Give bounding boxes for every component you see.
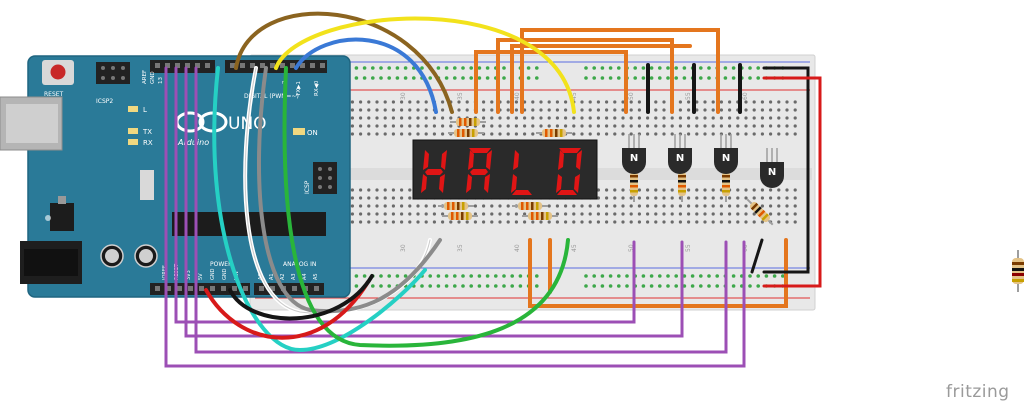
wire-purple-3 [194,66,728,354]
resistor-bottom-3 [512,202,548,210]
resistor-top-3 [536,129,572,137]
wire-yellow [274,16,576,114]
5v-label: 5V [198,273,204,280]
analog-label: ANALOG IN [283,261,316,268]
a4-label: A4 [302,273,308,280]
tx1-label: TX▶1 [296,81,302,97]
led-rx-label: RX [143,139,153,147]
icsp2-header [96,62,130,84]
digital-label: DIGITAL (PWM=~) [244,93,299,100]
wire-green [282,66,570,348]
resistor-bottom-4 [522,212,558,220]
wire-red-2 [204,280,370,340]
rx0-label: RX◀0 [314,80,320,96]
transistor-label: N [768,167,776,178]
3v3-label: 3V3 [186,270,192,280]
reset-label: RESET [44,91,64,98]
arduino-label: Arduino [177,138,209,147]
wire-purple-1 [174,66,636,324]
column-number: 35 [457,244,464,252]
led-tx [128,128,138,134]
npn-transistor-4: N [760,148,784,188]
wire-orange-3 [510,44,692,114]
wire-orange-4 [520,28,720,114]
transistors: N N N N [622,134,784,188]
column-number: 30 [400,244,407,252]
gnd2-label: GND [222,268,228,280]
aref-label: AREF [142,70,148,84]
led-rx [128,139,138,145]
gnd1-label: GND [210,268,216,280]
display-digit-4 [556,148,582,195]
a2-label: A2 [280,273,286,280]
led-l [128,106,138,112]
transistor-label: N [630,153,638,164]
column-number: 50 [628,92,635,100]
led-on-label: ON [307,129,318,137]
a5-label: A5 [313,273,319,280]
gnd-top-label: GND [150,71,156,84]
resistor-bottom-2 [442,212,478,220]
voltage-regulator [50,203,74,231]
power-label: POWER [210,261,232,268]
led-tx-label: TX [142,128,152,136]
wire-black-4 [762,66,810,274]
column-number: 35 [457,92,464,100]
npn-transistor-1: N [622,134,646,174]
wire-black-5 [750,238,764,274]
resistors [438,118,774,226]
wire-cyan [212,66,427,353]
column-number: 55 [685,92,692,100]
a1-label: A1 [269,273,275,280]
led-l-label: L [143,106,147,114]
column-number: 40 [514,92,521,100]
display-digit-1 [421,150,447,193]
npn-transistor-3: N [714,134,738,174]
resistor-base-4 [746,198,774,226]
npn-transistor-2: N [668,134,692,174]
led-on [293,128,305,135]
display-digit-3 [511,150,532,195]
loose-resistor [1012,250,1024,292]
wire-gray [256,66,442,314]
wire-black-6 [228,274,374,321]
a3-label: A3 [291,273,297,280]
wire-brown [234,11,454,114]
wire-purple-4 [164,66,746,368]
column-number: 60 [742,92,749,100]
wires [164,11,822,368]
wire-orange-2 [496,38,674,114]
pin13-label: 13 [158,77,164,84]
column-number: 45 [571,244,578,252]
resistor-top-1 [450,118,486,126]
display-digit-2 [466,148,492,193]
crystal [140,170,154,200]
column-number: 30 [400,92,407,100]
column-number: 55 [685,244,692,252]
wire-red-1 [762,76,822,288]
icsp2-label: ICSP2 [96,98,113,105]
resistor-top-2 [448,129,484,137]
wire-purple-2 [184,66,684,338]
column-number: 45 [571,92,578,100]
seven-segment-display [412,139,598,200]
wire-orange-1 [474,50,628,114]
transistor-label: N [722,153,730,164]
resistor-bottom-1 [438,202,474,210]
fritzing-brand: fritzing [946,382,1010,402]
column-number: 50 [628,244,635,252]
icsp-label: ICSP [304,180,311,194]
reset-button-cap[interactable] [50,64,66,80]
wire-blue [294,37,438,114]
transistor-label: N [676,153,684,164]
icsp-header [313,162,337,194]
column-number: 40 [514,244,521,252]
